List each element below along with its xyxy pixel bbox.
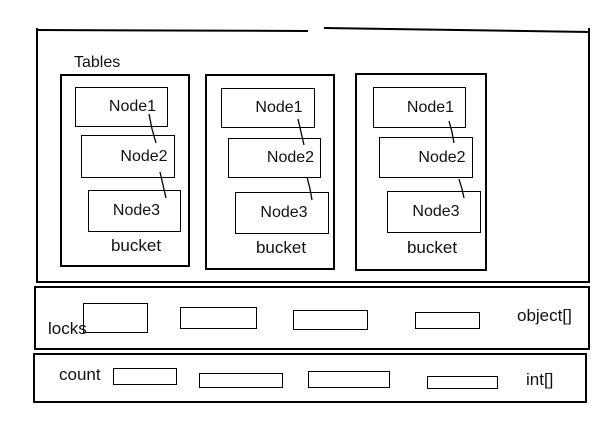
node-label: Node3 [112, 202, 161, 219]
bucket-box [60, 74, 190, 267]
node-label: Node3 [260, 204, 308, 221]
lock-cell [415, 312, 480, 329]
node-label: Node2 [120, 147, 168, 165]
object-array-type-label: object[] [517, 306, 572, 325]
node-box: Node2 [228, 138, 321, 178]
node-box: Node1 [221, 88, 315, 128]
locks-label: locks [48, 319, 87, 338]
count-cell [427, 376, 498, 389]
int-array-type-label: int[] [526, 370, 554, 389]
bucket-box [205, 74, 335, 270]
bucket-label: bucket [406, 238, 458, 257]
node-label: Node2 [418, 148, 466, 166]
node-box: Node2 [81, 135, 175, 178]
node-label: Node1 [255, 99, 303, 116]
lock-cell [180, 307, 257, 329]
node-label: Node1 [406, 98, 455, 116]
bucket-box [355, 73, 487, 271]
count-cell [308, 371, 390, 388]
node-box: Node3 [387, 191, 481, 233]
node-box: Node1 [75, 87, 168, 127]
locks-band [34, 286, 590, 350]
node-box: Node2 [379, 137, 473, 178]
node-label: Node1 [108, 98, 157, 115]
count-cell [113, 368, 177, 385]
count-cell [199, 373, 283, 388]
bucket-label: bucket [110, 236, 162, 255]
node-box: Node3 [235, 192, 329, 234]
node-box: Node3 [88, 190, 181, 232]
tables-label: Tables [74, 54, 121, 71]
node-label: Node2 [266, 149, 315, 166]
tables-container [36, 28, 590, 283]
lock-cell [293, 310, 368, 330]
lock-cell [83, 303, 148, 333]
node-label: Node3 [412, 203, 460, 220]
count-band [33, 353, 587, 403]
count-label: count [59, 365, 101, 384]
node-box: Node1 [373, 87, 466, 128]
bucket-label: bucket [255, 238, 307, 257]
